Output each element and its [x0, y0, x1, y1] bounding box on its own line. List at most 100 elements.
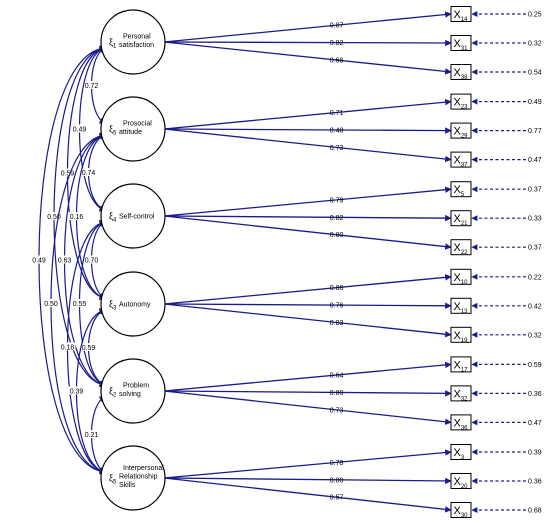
loading-label: 0.78: [330, 460, 344, 467]
svg-text:X13: X13: [454, 301, 469, 315]
loading-arrow: [163, 39, 452, 47]
loading-label: 0.79: [330, 197, 344, 204]
covariance-label-bg: [80, 168, 97, 176]
covariance-label-bg: [56, 255, 73, 264]
indicator-box: X32: [450, 385, 472, 402]
indicator-label: X: [454, 301, 462, 313]
indicator-box: X23: [450, 93, 472, 111]
error-variance-label: 0.25: [528, 12, 542, 19]
indicator-label: X: [454, 388, 462, 400]
latent-symbol: ξ: [109, 37, 113, 47]
covariance-label-bg: [46, 212, 62, 220]
svg-text:X23: X23: [454, 97, 469, 111]
loading-label: 0.82: [330, 215, 344, 222]
svg-text:ξ3: ξ3: [109, 299, 117, 312]
indicator-subscript: 20: [461, 484, 468, 490]
loading-arrow: [163, 274, 452, 305]
indicator-box: X37: [450, 151, 472, 169]
svg-text:X19: X19: [454, 330, 469, 344]
svg-text:X29: X29: [454, 126, 469, 140]
latent-symbol: ξ: [109, 211, 113, 221]
covariance-label-bg: [43, 299, 59, 307]
latent-name-line: Problem: [123, 382, 149, 389]
indicator-subscript: 37: [461, 163, 468, 169]
indicator-subscript: 22: [461, 250, 468, 256]
indicator-subscript: 10: [461, 280, 468, 286]
indicator-label: X: [454, 213, 462, 225]
covariance-label: 0.18: [61, 345, 75, 352]
indicator-subscript: 5: [461, 192, 465, 198]
covariance-label-bg: [31, 255, 47, 264]
loading-label: 0.80: [330, 477, 344, 484]
indicator-subscript: 29: [461, 134, 468, 140]
error-variance-label: 0.54: [528, 70, 542, 77]
indicator-box: X21: [450, 210, 472, 227]
covariance-label-bg: [59, 168, 76, 177]
indicator-label: X: [454, 38, 462, 50]
indicator-label: X: [454, 476, 462, 488]
covariance-label-bg: [71, 124, 88, 133]
error-variance-label: 0.37: [528, 187, 542, 194]
indicator-subscript: 14: [461, 17, 468, 23]
indicator-box: X20: [450, 473, 472, 490]
covariance-label-bg: [83, 430, 100, 438]
loading-arrow: [163, 449, 452, 479]
latent-subscript: 2: [113, 393, 117, 399]
svg-text:X30: X30: [454, 505, 469, 519]
latent-subscript: 5: [113, 131, 117, 137]
svg-text:X14: X14: [454, 9, 469, 23]
error-variance-label: 0.32: [528, 332, 542, 339]
svg-text:X36: X36: [454, 417, 469, 431]
latent-factor: ξ2 Problem solving: [100, 358, 166, 424]
indicator-label: X: [454, 184, 462, 196]
indicator-label: X: [454, 330, 462, 342]
loading-arrow: [163, 98, 452, 130]
latent-name-line: satisfaction: [119, 42, 154, 49]
loading-arrow: [163, 477, 452, 513]
latent-name-line: solving: [119, 391, 141, 398]
loading-arrow: [163, 302, 452, 310]
loading-label: 0.68: [330, 58, 344, 65]
covariance-label: 0.16: [70, 214, 84, 221]
indicator-subscript: 17: [461, 367, 468, 373]
latent-symbol: ξ: [109, 386, 113, 396]
covariance-label-bg: [80, 343, 97, 351]
loading-label: 0.76: [330, 303, 344, 310]
indicator-label: X: [454, 359, 462, 371]
latent-subscript: 5: [113, 480, 117, 486]
covariance-label-bg: [83, 81, 100, 89]
indicator-box: X10: [450, 268, 472, 286]
indicator-subscript: 32: [461, 396, 468, 402]
svg-text:ξ5: ξ5: [109, 124, 117, 137]
error-variance-label: 0.77: [528, 128, 542, 135]
indicator-subscript: 30: [461, 513, 468, 519]
indicator-subscript: 31: [461, 46, 468, 52]
covariance-label: 0.59: [82, 345, 96, 352]
covariance-label: 0.59: [61, 171, 75, 178]
latent-name-line: Autonomy: [119, 302, 151, 309]
loading-arrow: [163, 215, 452, 250]
indicator-boxes: X14X31X38X23X29X37X5X21X22X10X13X19X17X3…: [450, 6, 472, 519]
svg-text:X32: X32: [454, 388, 469, 402]
svg-text:X5: X5: [454, 184, 465, 198]
loading-label: 0.80: [330, 232, 344, 239]
covariance-label: 0.63: [58, 258, 72, 265]
covariance-label: 0.70: [85, 258, 99, 265]
svg-text:X21: X21: [454, 213, 469, 227]
covariance-label: 0.55: [73, 301, 87, 308]
indicator-subscript: 23: [461, 105, 468, 111]
indicator-subscript: 36: [461, 425, 468, 431]
error-variance-label: 0.68: [528, 508, 542, 515]
covariance-arrows: 0.720.490.740.590.160.700.500.630.550.59…: [31, 45, 106, 475]
loading-arrow: [163, 477, 452, 485]
svg-text:X31: X31: [454, 38, 469, 52]
indicator-box: X22: [450, 239, 472, 256]
covariance-label-bg: [59, 342, 76, 351]
covariance-label-bg: [71, 299, 88, 307]
indicator-label: X: [454, 447, 462, 459]
svg-text:X22: X22: [454, 242, 469, 256]
